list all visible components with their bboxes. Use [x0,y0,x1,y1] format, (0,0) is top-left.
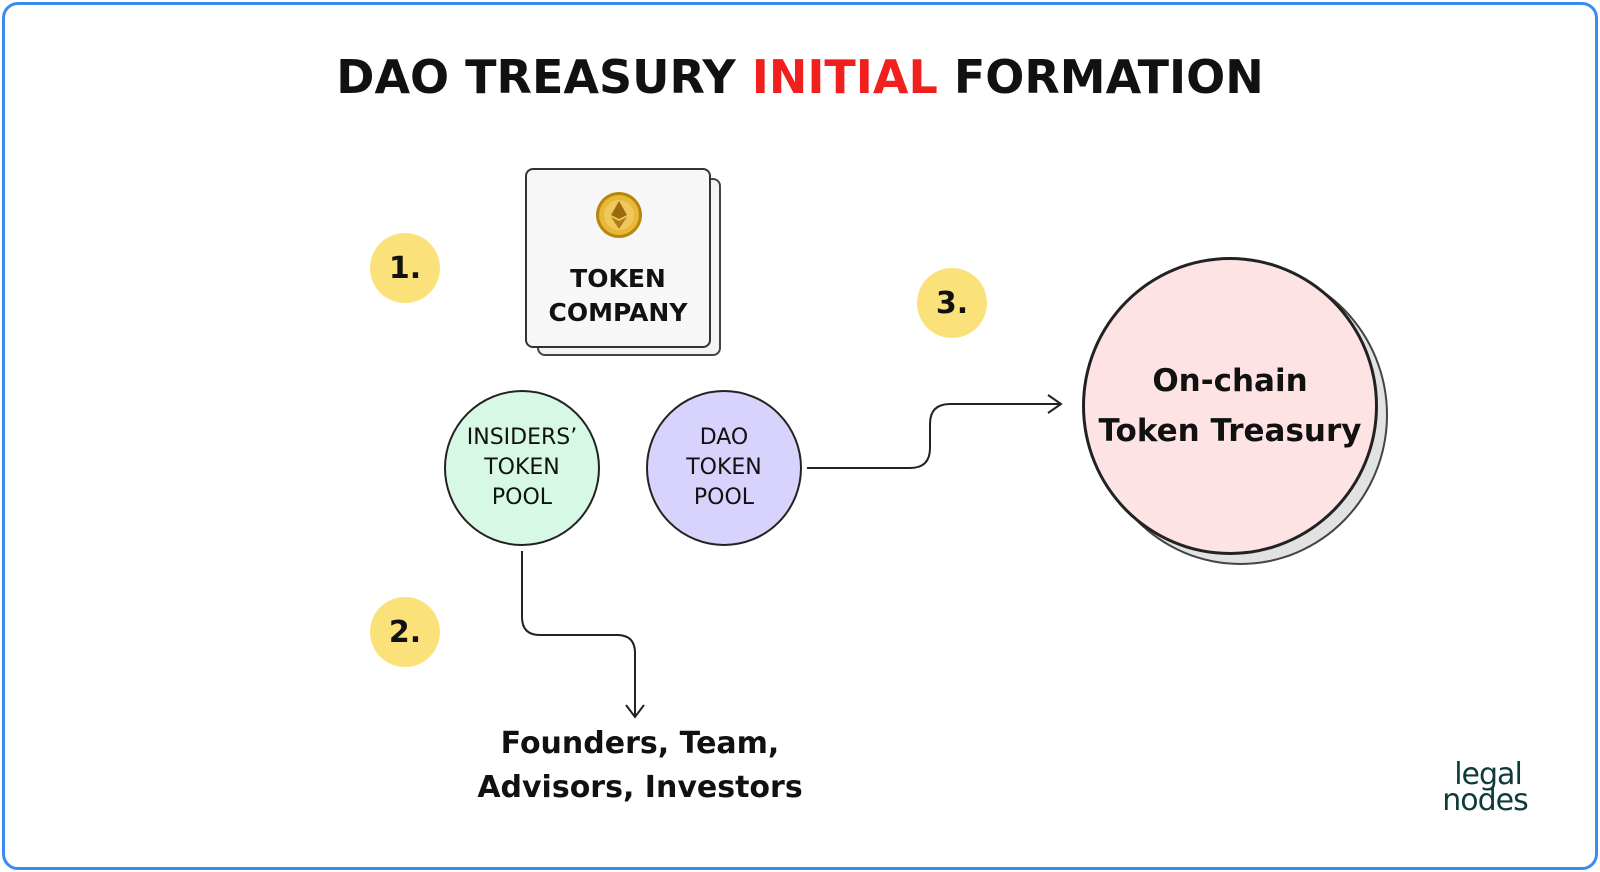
diagram-title: DAO TREASURY INITIAL FORMATION [0,50,1600,104]
dao-to-treasury-arrow [807,403,1060,469]
step-badge-2: 2. [370,597,440,667]
token-company-card: TOKEN COMPANY [525,168,711,348]
insiders-token-pool-label: INSIDERS’ TOKEN POOL [466,425,578,510]
token-company-label: TOKEN COMPANY [548,264,688,327]
insiders-to-recipients-arrowhead [625,704,645,719]
legal-nodes-logo[interactable]: legal nodes [1430,757,1540,818]
insiders-to-recipients-arrow [521,551,636,716]
logo-line-1: legal [1454,757,1523,792]
dao-token-pool-label: DAO TOKEN POOL [686,425,762,510]
dao-to-treasury-arrowhead [1047,394,1063,414]
title-part-1: DAO TREASURY [336,50,752,104]
title-highlight: INITIAL [751,50,938,104]
on-chain-token-treasury: On-chain Token Treasury [1082,257,1378,555]
insiders-token-pool: INSIDERS’ TOKEN POOL [444,390,600,546]
treasury-label: On-chain Token Treasury [1098,363,1362,449]
recipients-label: Founders, Team, Advisors, Investors [477,726,803,805]
ethereum-coin-icon [596,192,642,238]
title-part-2: FORMATION [937,50,1264,104]
step-badge-1: 1. [370,233,440,303]
dao-token-pool: DAO TOKEN POOL [646,390,802,546]
logo-line-2: nodes [1442,783,1529,818]
step-badge-3: 3. [917,268,987,338]
